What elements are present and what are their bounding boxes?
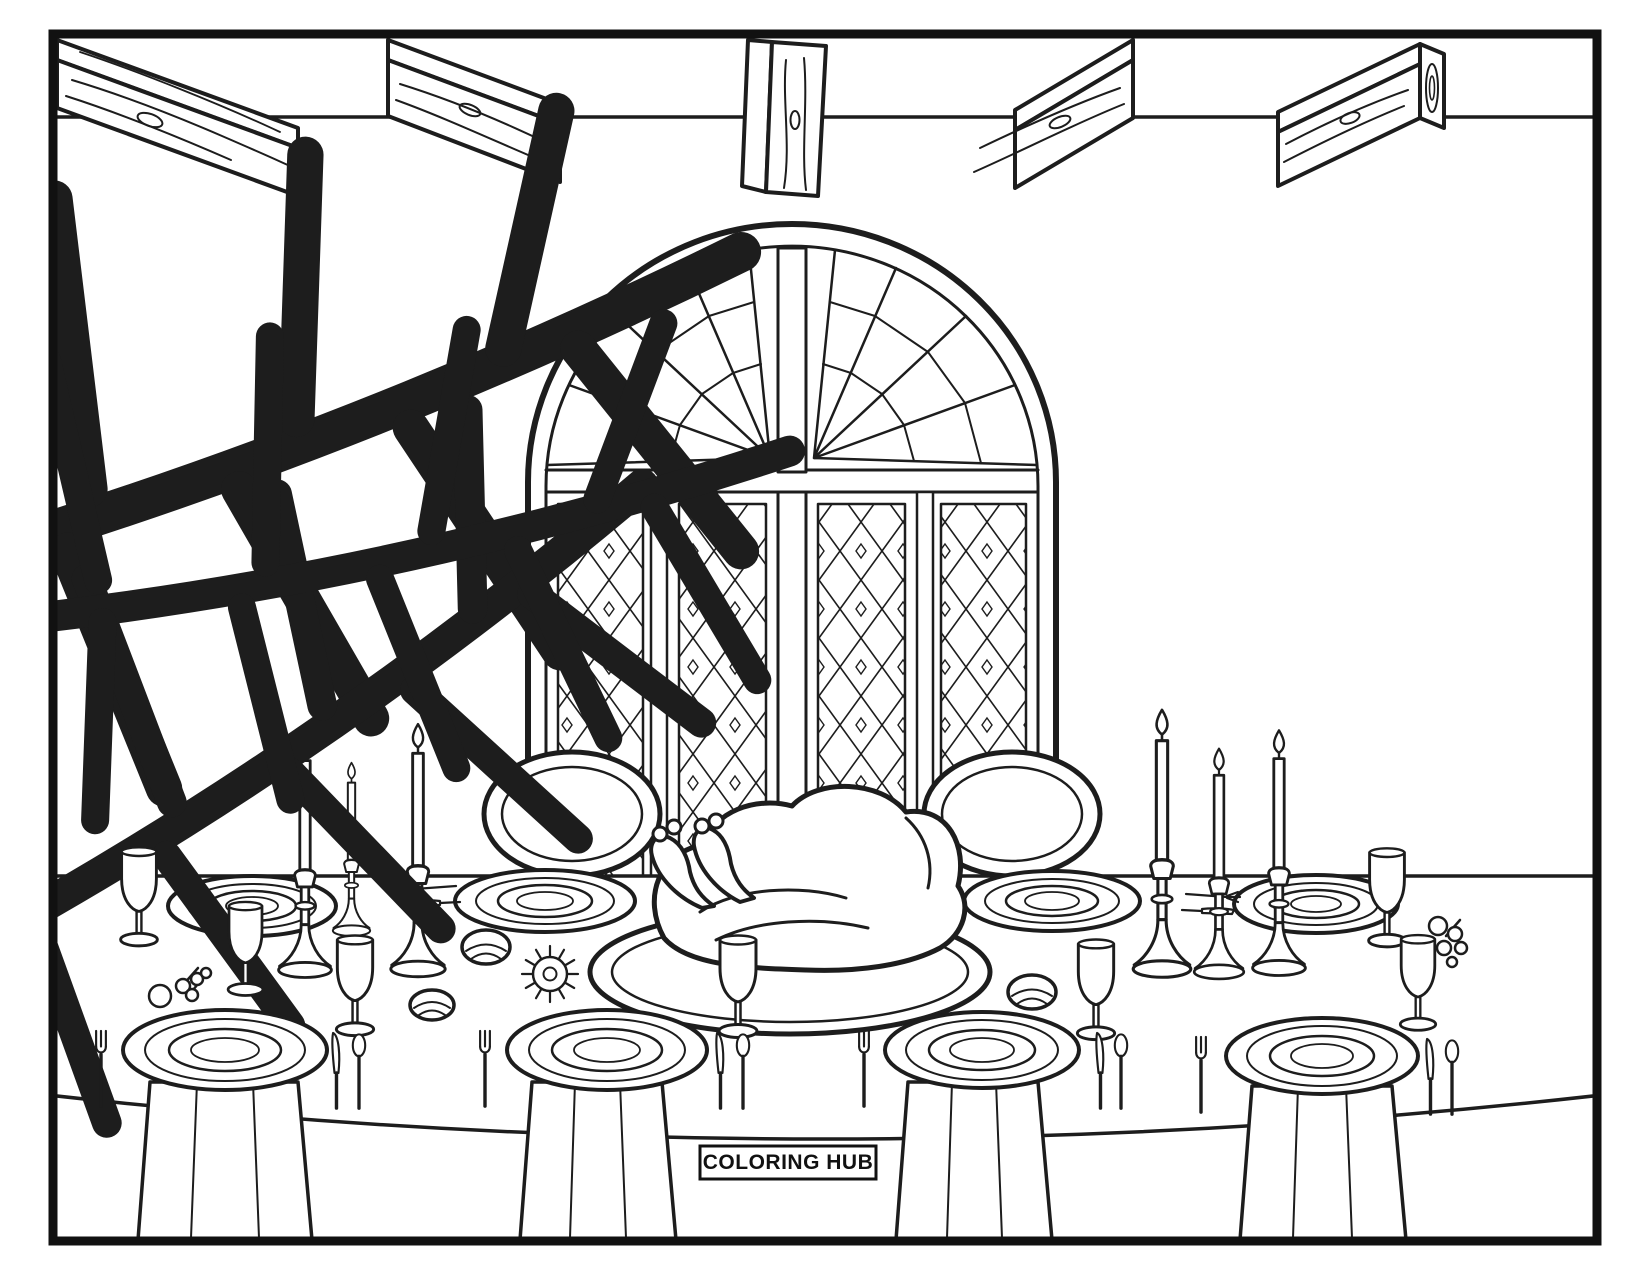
coloring-hub-badge: COLORING HUB: [698, 1144, 878, 1181]
wood-beam-5: [1276, 42, 1446, 188]
rosemary-sprig: [285, 1270, 1650, 1275]
page-border-frame: [48, 29, 1602, 1246]
plate-front-left: [121, 1008, 329, 1092]
wood-beam-4: [973, 38, 1135, 190]
wood-beam-1: [57, 38, 300, 198]
arch-sunray-right: [812, 248, 1039, 467]
napkin: [518, 1080, 678, 1237]
artwork-layer: [0, 38, 1650, 1275]
arch-mullion: [776, 246, 808, 474]
badge-label: COLORING HUB: [703, 1151, 874, 1174]
plate-front-midleft: [505, 1008, 709, 1092]
napkin: [1238, 1084, 1408, 1237]
plate-front-midright: [883, 1010, 1081, 1090]
plate-back-midright: [962, 869, 1142, 933]
wood-beam-2: [386, 38, 562, 184]
napkin: [894, 1080, 1054, 1237]
berry-cluster-right: [1427, 915, 1469, 969]
plate-back-midleft: [453, 868, 637, 934]
berry-cluster-left: [147, 966, 213, 1009]
pom-flower: [520, 944, 580, 1004]
napkin: [136, 1080, 314, 1237]
wood-beam-3: [740, 38, 828, 198]
bread-roll: [460, 928, 512, 966]
plate-front-right: [1224, 1016, 1420, 1096]
bread-roll: [1006, 973, 1058, 1011]
turkey-platter: [0, 41, 1650, 1275]
bread-roll: [408, 988, 456, 1022]
roast-turkey: [649, 784, 968, 973]
